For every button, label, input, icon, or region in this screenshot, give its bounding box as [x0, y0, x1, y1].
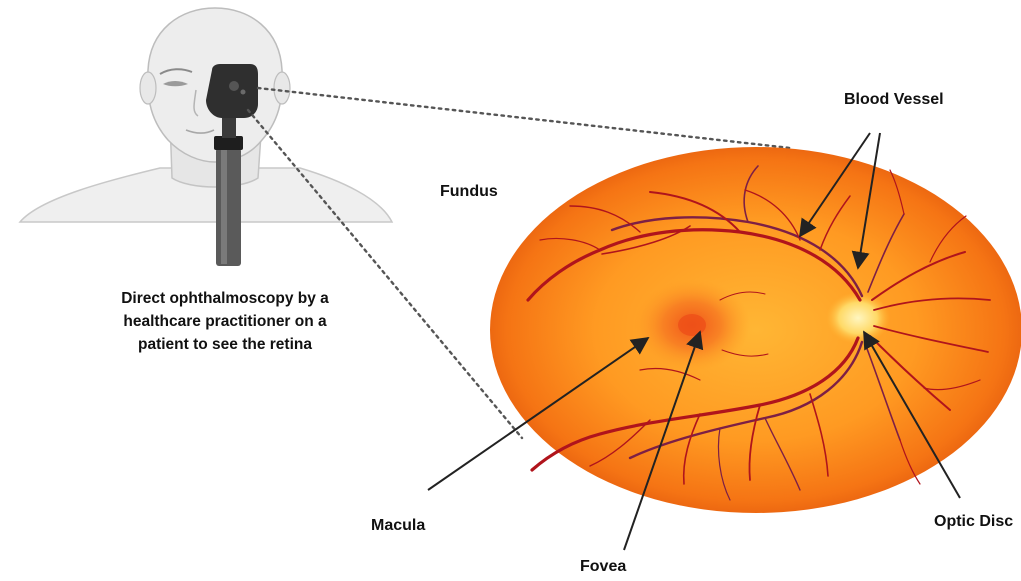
- caption-line-3: patient to see the retina: [40, 333, 410, 356]
- ophthalmoscope-collar: [214, 136, 243, 150]
- ophthalmoscope-head: [206, 64, 258, 118]
- fovea: [678, 314, 706, 336]
- caption-line-2: healthcare practitioner on a: [40, 310, 410, 333]
- patient-ear-right: [274, 72, 290, 104]
- ophthalmoscope-handle: [216, 148, 241, 266]
- fundus: [490, 147, 1021, 513]
- sight-line-bottom: [248, 110, 522, 438]
- macula-label: Macula: [371, 518, 425, 534]
- patient-figure: [20, 8, 392, 222]
- diagram-caption: Direct ophthalmoscopy by a healthcare pr…: [40, 287, 410, 356]
- ophthalmoscope-lens: [229, 81, 239, 91]
- fundus-label: Fundus: [440, 184, 498, 200]
- patient-ear-left: [140, 72, 156, 104]
- sight-line-top: [258, 88, 790, 148]
- optic-disc: [826, 292, 890, 344]
- fundus-illustration: [490, 147, 1021, 513]
- caption-line-1: Direct ophthalmoscopy by a: [40, 287, 410, 310]
- optic-disc-label: Optic Disc: [934, 514, 1013, 530]
- fovea-label: Fovea: [580, 559, 626, 575]
- blood-vessel-label: Blood Vessel: [844, 92, 944, 108]
